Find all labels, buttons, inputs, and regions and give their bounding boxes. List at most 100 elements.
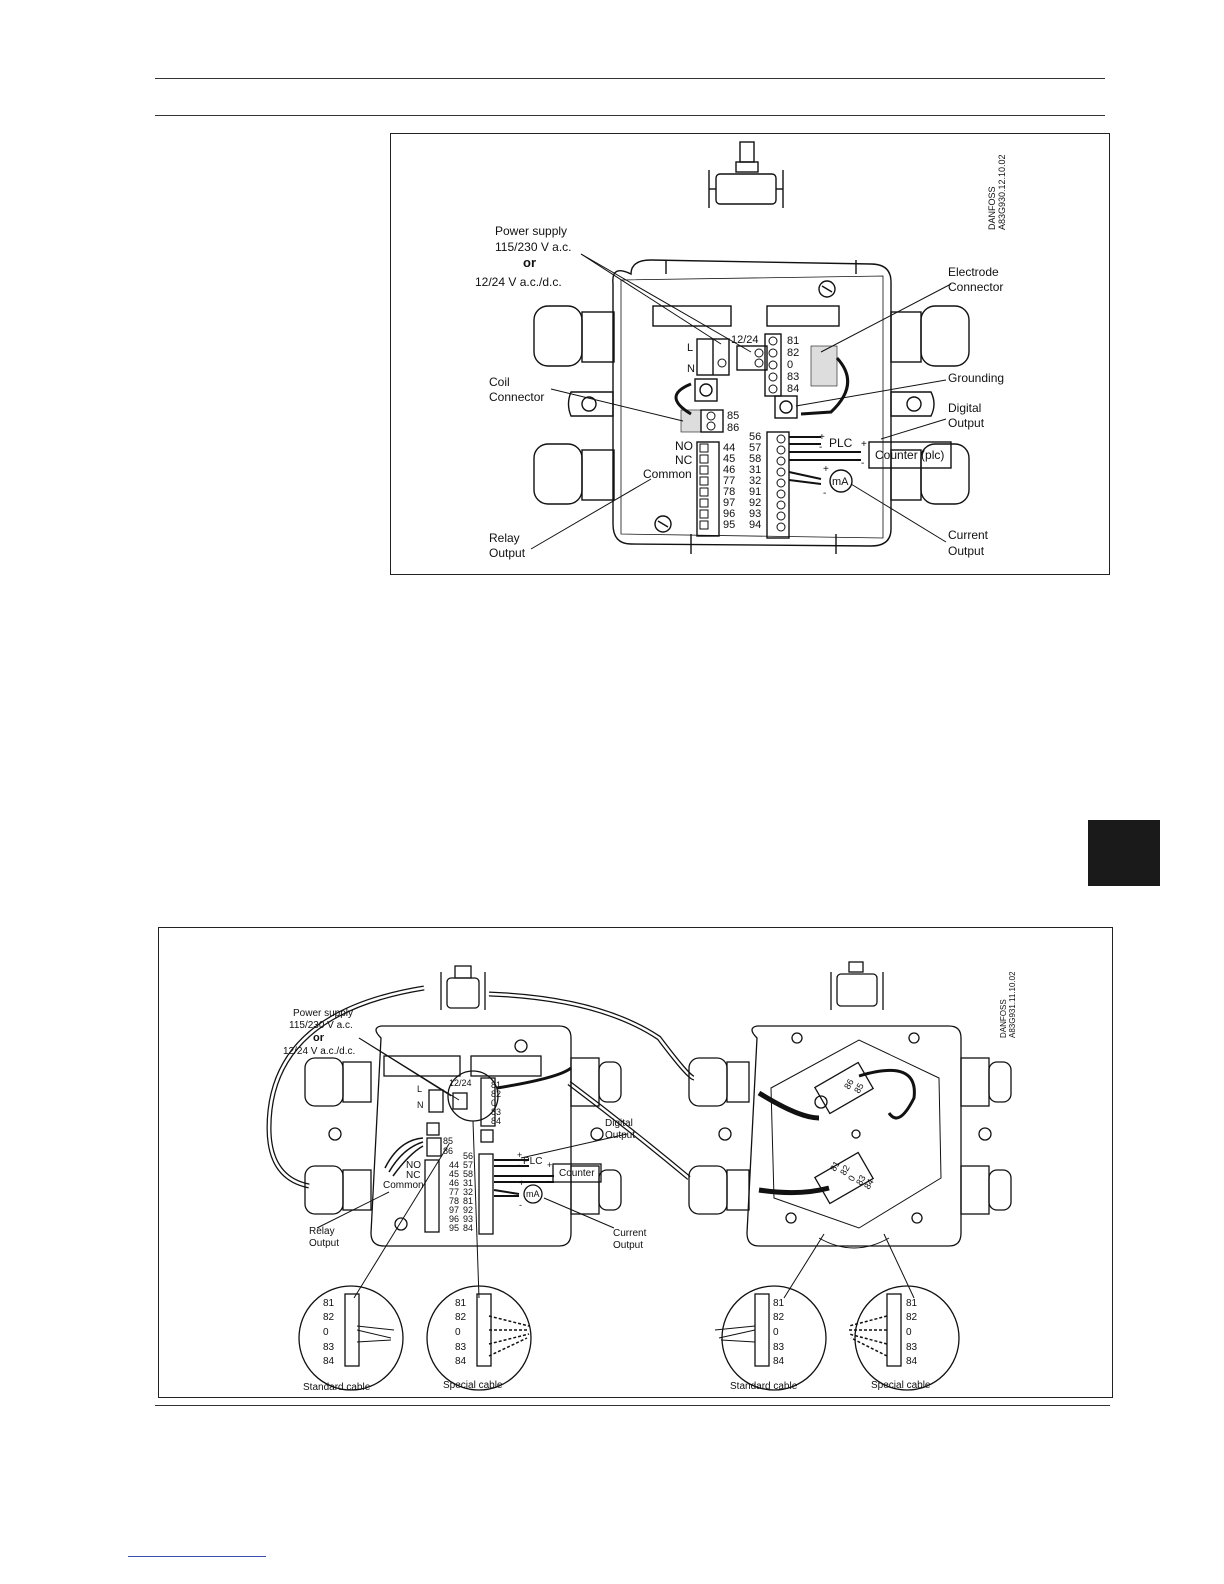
svg-text:NO: NO [406, 1160, 421, 1171]
current-output-label-2: Output [948, 544, 985, 558]
svg-text:Output: Output [613, 1240, 643, 1251]
svg-text:81: 81 [491, 1080, 501, 1090]
footer-rule [155, 1405, 1110, 1406]
detail-numbers-standard-left: 81 82 0 83 84 [323, 1298, 335, 1367]
power-or-label: or [523, 255, 536, 270]
cable-detail-standard-left [298, 1285, 404, 1391]
svg-text:95: 95 [449, 1223, 459, 1233]
cable-detail-standard-right [714, 1285, 827, 1391]
svg-text:83: 83 [455, 1342, 467, 1353]
cable-glands [533, 305, 970, 505]
svg-text:44: 44 [723, 442, 735, 454]
ln-labels: L N 12/24 [417, 1078, 472, 1110]
svg-text:L: L [417, 1084, 422, 1094]
left-terminal-numbers: 44 45 46 77 78 97 96 95 [723, 442, 735, 531]
coil-label-1: Coil [489, 375, 510, 389]
svg-text:32: 32 [463, 1187, 473, 1197]
cable-caption-standard-left: Standard cable [303, 1382, 371, 1393]
svg-text:82: 82 [787, 347, 799, 359]
svg-text:81: 81 [828, 1159, 842, 1173]
svg-text:Output: Output [605, 1130, 635, 1141]
figure-2-panel: DANFOSS A83G931.11.10.02 Power supply 11… [158, 927, 1113, 1398]
sensor-icon-right [830, 961, 884, 1010]
sensor-terminal-labels: 86 85 81 82 0 83 84 [828, 1077, 876, 1191]
left-terminal-numbers: 44 45 46 77 78 97 96 95 [449, 1160, 459, 1233]
svg-text:84: 84 [463, 1223, 473, 1233]
cable-caption-special-left: Special cable [443, 1380, 503, 1391]
ma-label: mA [832, 476, 849, 488]
svg-text:81: 81 [463, 1196, 473, 1206]
right-terminal-numbers: 56 57 58 31 32 81 92 93 84 [463, 1151, 473, 1233]
svg-text:85: 85 [727, 410, 739, 422]
svg-text:84: 84 [862, 1177, 876, 1191]
svg-text:Power supply: Power supply [293, 1008, 353, 1019]
l-label: L [687, 342, 693, 354]
svg-text:84: 84 [787, 383, 799, 395]
ma-plus: + [519, 1178, 524, 1188]
left-enclosure [304, 1025, 622, 1247]
detail-numbers-standard-right: 81 82 0 83 84 [773, 1298, 785, 1367]
svg-text:83: 83 [323, 1342, 335, 1353]
svg-text:84: 84 [906, 1356, 918, 1367]
svg-text:82: 82 [838, 1163, 852, 1177]
svg-text:46: 46 [449, 1178, 459, 1188]
svg-text:84: 84 [491, 1116, 501, 1126]
svg-text:92: 92 [749, 497, 761, 509]
counter-label: Counter [559, 1168, 595, 1179]
plc-plus: + [819, 432, 825, 443]
svg-text:56: 56 [463, 1151, 473, 1161]
leader-lines [530, 253, 952, 550]
electrode-label-2: Connector [948, 280, 1003, 294]
ma-label: mA [526, 1189, 540, 1199]
svg-text:Current: Current [613, 1228, 647, 1239]
ma-minus: - [823, 488, 826, 499]
cable-detail-special-right [848, 1285, 960, 1391]
svg-text:78: 78 [449, 1196, 459, 1206]
relay-output-label-1: Relay [489, 531, 520, 545]
svg-text:or: or [313, 1032, 325, 1044]
svg-text:84: 84 [773, 1356, 785, 1367]
svg-text:81: 81 [455, 1298, 467, 1309]
svg-text:84: 84 [455, 1356, 467, 1367]
plc-label: PLC [523, 1156, 542, 1167]
svg-text:0: 0 [846, 1174, 857, 1183]
detail-numbers-special-right: 81 82 0 83 84 [906, 1298, 918, 1367]
label-12-24: 12/24 [731, 334, 759, 346]
plc-plus: + [517, 1150, 522, 1160]
power-supply-label: Power supply [495, 224, 567, 238]
svg-text:81: 81 [906, 1298, 918, 1309]
svg-text:31: 31 [463, 1178, 473, 1188]
svg-text:83: 83 [906, 1342, 918, 1353]
counter-minus: - [861, 458, 864, 469]
electrode-terminal-numbers: 81 82 0 83 84 [491, 1080, 501, 1126]
svg-text:93: 93 [463, 1214, 473, 1224]
ref-code-1: DANFOSS [987, 186, 997, 230]
svg-text:82: 82 [906, 1312, 918, 1323]
svg-text:77: 77 [449, 1187, 459, 1197]
svg-text:96: 96 [449, 1214, 459, 1224]
ma-plus: + [823, 464, 829, 475]
svg-text:12/24 V a.c./d.c.: 12/24 V a.c./d.c. [283, 1046, 355, 1057]
figure-1-panel: DANFOSS A83G930.12.10.02 Power supply 11… [390, 133, 1110, 575]
svg-text:85: 85 [443, 1136, 453, 1146]
power-supply-labels: Power supply 115/230 V a.c. or 12/24 V a… [283, 1008, 355, 1057]
coil-label-2: Connector [489, 390, 544, 404]
svg-text:82: 82 [773, 1312, 785, 1323]
figure-1-diagram: DANFOSS A83G930.12.10.02 Power supply 11… [475, 141, 1007, 560]
digital-output-label-2: Output [948, 416, 985, 430]
counter-label: Counter (plc) [875, 448, 944, 462]
svg-text:0: 0 [491, 1098, 496, 1108]
coil-terminal-numbers: 85 86 [443, 1136, 453, 1156]
right-enclosure [688, 1025, 1012, 1249]
svg-text:84: 84 [323, 1356, 335, 1367]
plc-label: PLC [829, 436, 853, 450]
svg-text:77: 77 [723, 475, 735, 487]
sensor-icon [708, 141, 784, 208]
footer-link-underline [128, 1556, 266, 1557]
electrode-label-1: Electrode [948, 265, 999, 279]
coil-terminal-numbers: 85 86 [727, 410, 739, 434]
svg-text:NC: NC [406, 1170, 420, 1181]
ref-code-2: A83G930.12.10.02 [997, 154, 1007, 230]
svg-text:96: 96 [723, 508, 735, 520]
counter-plus: + [547, 1160, 552, 1170]
